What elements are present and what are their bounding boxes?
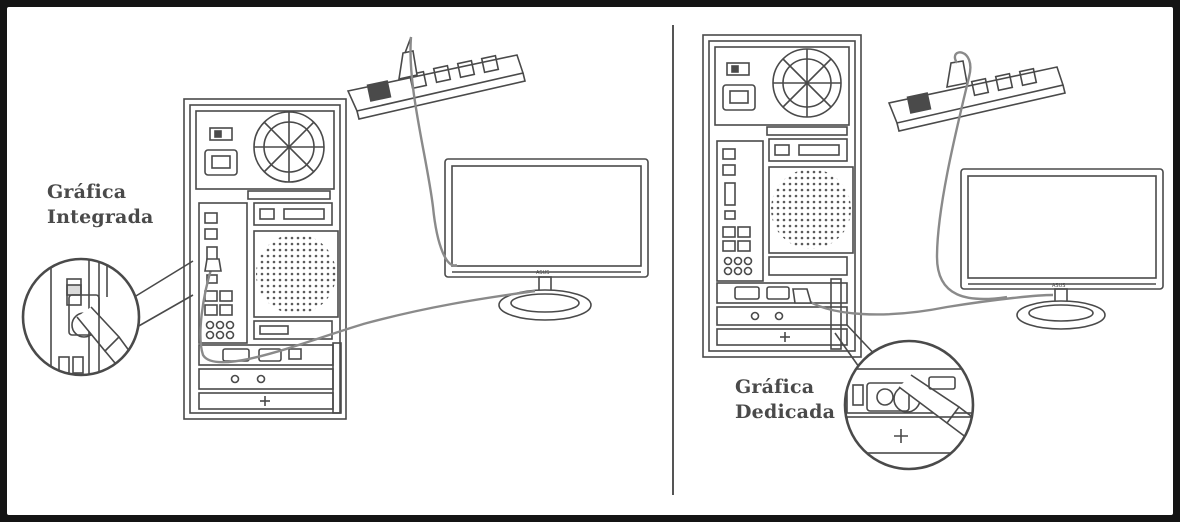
right-panel: ASUS <box>702 34 1164 471</box>
label-dedicated-graphics: Gráfica Dedicada <box>735 375 835 425</box>
zoom-callout-integrated <box>21 257 141 377</box>
label-integrated-graphics: Gráfica Integrada <box>47 180 154 230</box>
zoom-callout-dedicated <box>843 339 975 471</box>
label-integrated-line2: Integrada <box>47 206 154 228</box>
left-panel: ASUS <box>21 36 649 420</box>
diagram-frame: ASUS <box>7 7 1173 515</box>
power-strip-left <box>346 36 526 120</box>
monitor-brand-right: ASUS <box>1052 283 1065 289</box>
power-strip-right <box>887 60 1066 132</box>
pc-tower-right <box>702 34 862 358</box>
power-cable-right <box>935 51 1008 301</box>
label-dedicated-line1: Gráfica <box>735 376 815 398</box>
pc-tower-left <box>183 98 347 420</box>
monitor-right: ASUS <box>960 168 1164 330</box>
connection-illustration: ASUS <box>21 25 1164 495</box>
video-cable-right <box>802 293 1054 316</box>
video-cable-left <box>199 262 536 364</box>
monitor-left: ASUS <box>444 158 649 321</box>
monitor-brand-left: ASUS <box>536 270 549 276</box>
power-cable-left <box>409 36 458 267</box>
label-integrated-line1: Gráfica <box>47 181 127 203</box>
label-dedicated-line2: Dedicada <box>735 401 836 423</box>
